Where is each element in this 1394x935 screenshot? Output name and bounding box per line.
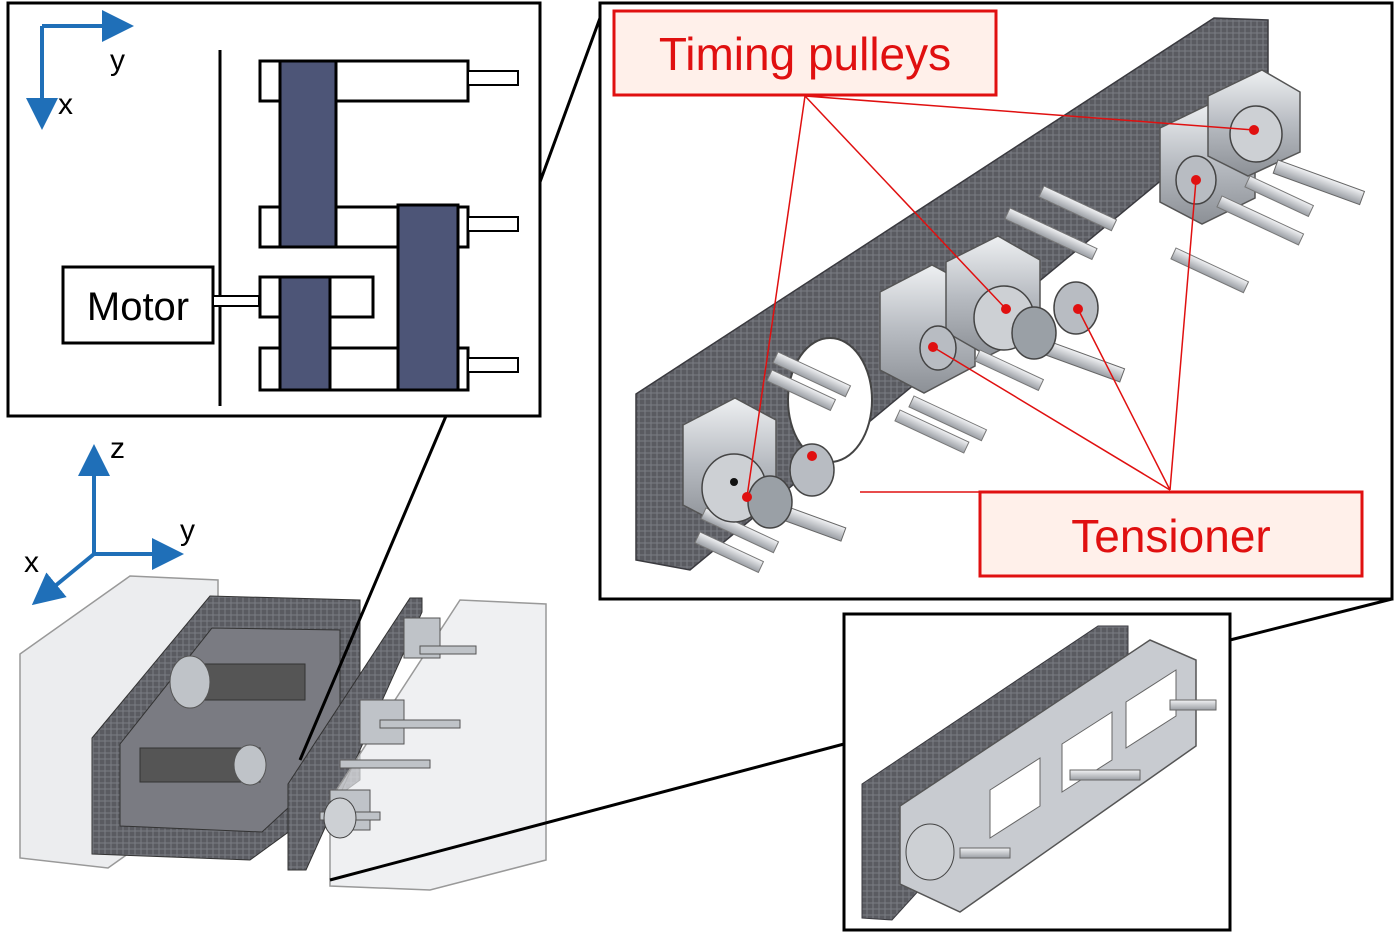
assembly-view: z y x [19,415,845,891]
detail-panel: Timing pulleys Tensioner [598,1,1394,601]
tensioner-label: Tensioner [1071,510,1270,562]
schematic-panel: y x Motor [6,1,542,418]
inset-pulley [905,823,955,881]
assembly-axis-z: z [110,432,125,465]
frame-inset-panel [842,612,1232,932]
tensioner-callout: Tensioner [860,179,1364,578]
middle-mesh-plate [287,597,423,871]
assembly-pulley [323,797,357,839]
timing-pulleys [701,105,1283,529]
inset-shafts [959,699,1217,859]
assembly-axis-x: x [24,546,39,579]
motor-label: Motor [87,285,189,329]
schematic-motor: Motor [61,265,260,345]
connector-schematic-detail [538,17,602,183]
drive-shafts [774,159,1366,542]
right-housing [329,599,547,891]
inset-frame [899,639,1197,913]
schematic-axes: y x [26,10,134,130]
support-rods [694,175,1315,574]
timing-pulleys-callout: Timing pulleys [612,9,1255,498]
schematic-axis-y: y [110,44,125,77]
assembly-axes: z y x [24,432,195,606]
connector-to-schematic [298,415,448,761]
connector-detail-inset [1229,597,1393,642]
assembly-axis-y: y [180,514,195,547]
schematic-axis-x: x [58,88,73,121]
pulley-center-dot [730,478,738,486]
timing-pulleys-label: Timing pulleys [659,28,951,80]
schematic-belts [278,59,460,392]
connector-to-frame-inset [329,742,845,882]
motor-cylinders [139,655,306,786]
